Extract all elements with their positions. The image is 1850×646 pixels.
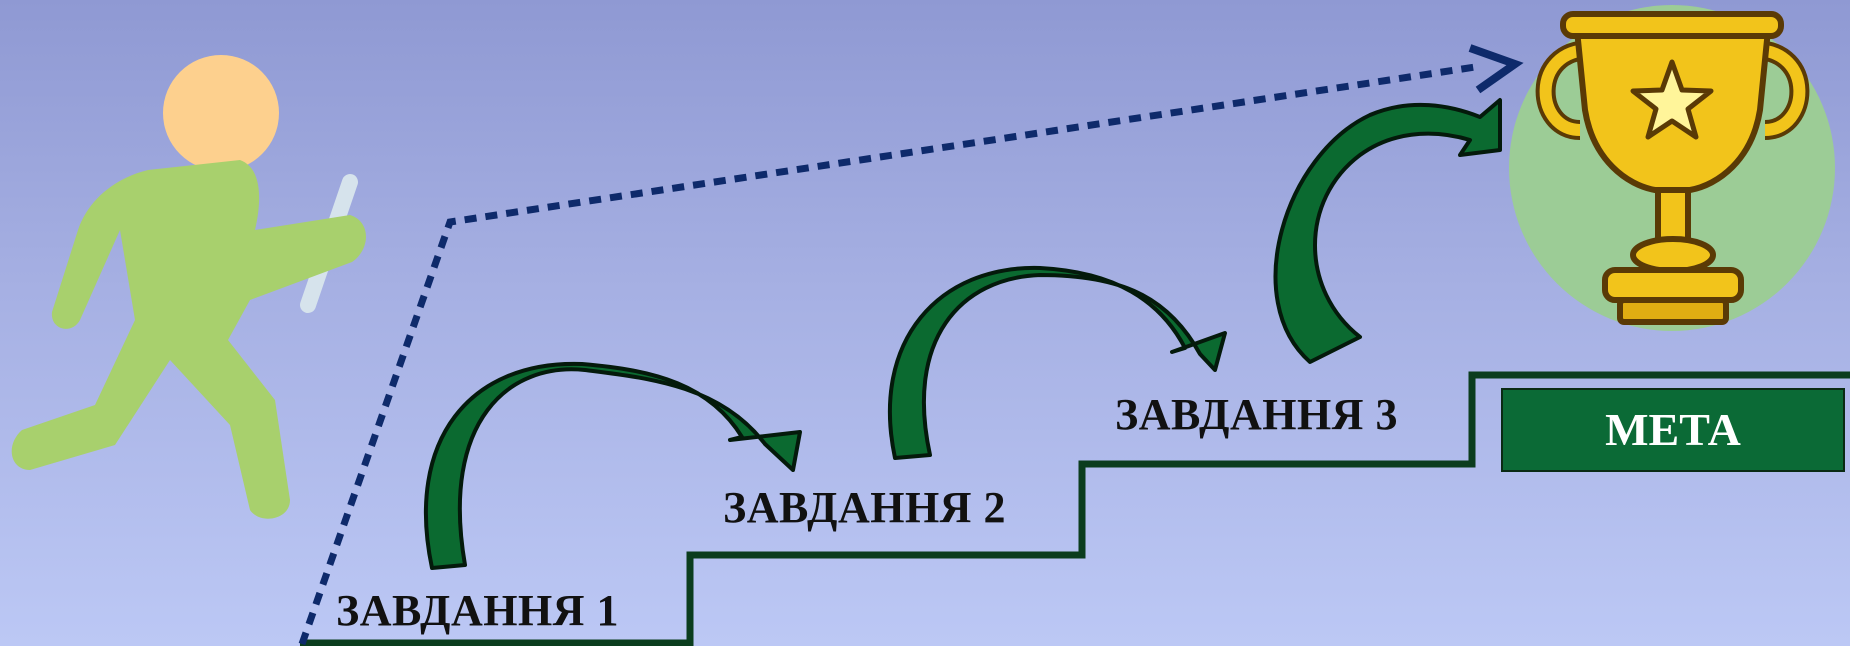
goal-box: МЕТА	[1501, 388, 1845, 472]
trophy-icon	[1509, 5, 1835, 331]
jump-arrow-3	[1273, 98, 1502, 364]
step-label-3: ЗАВДАННЯ 3	[1115, 390, 1398, 439]
runner-icon	[11, 55, 367, 519]
jump-arrow-1	[423, 361, 802, 570]
dotted-progress-path	[298, 44, 1524, 646]
jump-arrow-2	[888, 265, 1227, 460]
goal-label: МЕТА	[1605, 404, 1741, 455]
staircase-line	[300, 371, 1850, 646]
star-icon	[1630, 59, 1714, 140]
step-label-1: ЗАВДАННЯ 1	[336, 586, 619, 635]
step-label-2: ЗАВДАННЯ 2	[723, 483, 1006, 532]
